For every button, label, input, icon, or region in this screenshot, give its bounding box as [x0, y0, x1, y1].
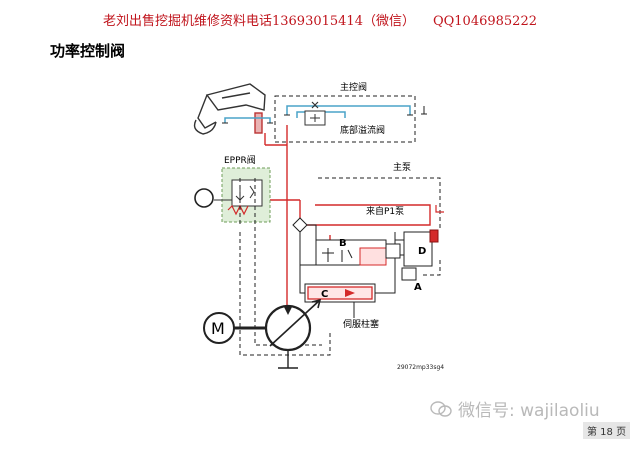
banner-text: 老刘出售挖掘机维修资料电话13693015414（微信）: [102, 14, 415, 29]
servo-piston-label: 伺服柱塞: [343, 318, 379, 330]
from-p1-label: 来自P1泵: [366, 205, 404, 217]
wechat-icon: [430, 400, 452, 417]
motor-label: M: [211, 319, 225, 338]
letter-a: A: [414, 282, 422, 293]
letter-c: C: [321, 289, 328, 300]
qq-text: QQ1046985222: [432, 14, 537, 29]
watermark-text: 微信号: wajilaoliu: [458, 401, 600, 421]
eppr-valve-icon: [231, 179, 263, 207]
check-valve-icon: [292, 217, 308, 233]
figure-code: 29072mp33sg4: [397, 364, 444, 371]
main-control-valve-label: 主控阀: [340, 81, 367, 93]
main-control-valve-box: [274, 95, 416, 143]
main-pump-label: 主泵: [393, 161, 411, 173]
letter-d: D: [418, 246, 426, 257]
excavator-arm-icon: [193, 83, 266, 135]
header-banner: 老刘出售挖掘机维修资料电话13693015414（微信） QQ1046985222: [0, 10, 640, 29]
controller-icon: [194, 188, 214, 208]
letter-b: B: [339, 238, 347, 249]
watermark: 微信号: wajilaoliu: [430, 396, 600, 421]
regulator-d-box: [403, 231, 433, 267]
eppr-valve-label: EPPR阀: [224, 155, 256, 166]
page-title: 功率控制阀: [50, 42, 126, 60]
page-number: 第 18 页: [583, 422, 631, 439]
bottom-relief-valve-label: 底部溢流阀: [340, 124, 385, 136]
